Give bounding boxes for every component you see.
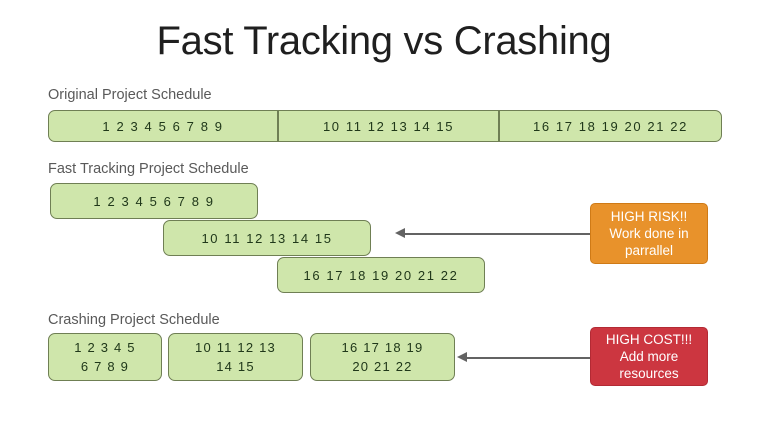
bar-crashing-task-b-line1: 10 11 12 13 bbox=[195, 340, 276, 355]
bar-original-task-c: 16 17 18 19 20 21 22 bbox=[499, 110, 722, 142]
bar-fasttracking-task-b-days: 10 11 12 13 14 15 bbox=[201, 230, 333, 246]
bar-original-task-b-days: 10 11 12 13 14 15 bbox=[322, 118, 455, 134]
bar-fasttracking-task-c: 16 17 18 19 20 21 22 bbox=[277, 257, 485, 293]
bar-crashing-task-a-line1: 1 2 3 4 5 bbox=[74, 340, 136, 355]
bar-fasttracking-task-a: 1 2 3 4 5 6 7 8 9 bbox=[50, 183, 258, 219]
arrow-line-cost bbox=[466, 357, 590, 359]
callout-high-cost-line1: HIGH COST!!! bbox=[605, 332, 693, 347]
bar-crashing-task-a-line2: 6 7 8 9 bbox=[80, 359, 130, 374]
section-label-original: Original Project Schedule bbox=[48, 87, 212, 103]
bar-crashing-task-c: 16 17 18 19 20 21 22 bbox=[310, 333, 455, 381]
bar-crashing-task-a-days: 1 2 3 4 5 6 7 8 9 bbox=[70, 338, 139, 376]
bar-crashing-task-c-days: 16 17 18 19 20 21 22 bbox=[338, 338, 428, 376]
callout-high-risk-line1: HIGH RISK!! bbox=[610, 209, 688, 224]
callout-high-risk-line3: parrallel bbox=[624, 243, 674, 258]
bar-fasttracking-task-c-days: 16 17 18 19 20 21 22 bbox=[303, 267, 459, 283]
bar-fasttracking-task-a-days: 1 2 3 4 5 6 7 8 9 bbox=[93, 193, 215, 209]
callout-high-cost-line3: resources bbox=[619, 366, 679, 381]
bar-crashing-task-c-line2: 20 21 22 bbox=[352, 359, 413, 374]
bar-original-task-b: 10 11 12 13 14 15 bbox=[278, 110, 499, 142]
page-title: Fast Tracking vs Crashing bbox=[156, 19, 612, 63]
bar-original-task-a-days: 1 2 3 4 5 6 7 8 9 bbox=[102, 118, 224, 134]
bar-crashing-task-b-days: 10 11 12 13 14 15 bbox=[191, 338, 280, 376]
arrow-head-risk bbox=[395, 228, 405, 238]
bar-crashing-task-b-line2: 14 15 bbox=[216, 359, 255, 374]
bar-crashing-task-c-line1: 16 17 18 19 bbox=[341, 340, 424, 355]
callout-high-cost-line2: Add more bbox=[619, 349, 679, 364]
section-label-crashing: Crashing Project Schedule bbox=[48, 312, 220, 328]
arrow-head-cost bbox=[457, 352, 467, 362]
bar-fasttracking-task-b: 10 11 12 13 14 15 bbox=[163, 220, 371, 256]
callout-high-cost: HIGH COST!!! Add more resources bbox=[590, 327, 708, 386]
callout-high-risk-line2: Work done in bbox=[609, 226, 689, 241]
bar-crashing-task-b: 10 11 12 13 14 15 bbox=[168, 333, 303, 381]
bar-original-task-c-days: 16 17 18 19 20 21 22 bbox=[533, 118, 688, 134]
section-label-fast-tracking: Fast Tracking Project Schedule bbox=[48, 161, 249, 177]
bar-crashing-task-a: 1 2 3 4 5 6 7 8 9 bbox=[48, 333, 162, 381]
bar-original-task-a: 1 2 3 4 5 6 7 8 9 bbox=[48, 110, 278, 142]
callout-high-risk: HIGH RISK!! Work done in parrallel bbox=[590, 203, 708, 264]
arrow-line-risk bbox=[404, 233, 590, 235]
